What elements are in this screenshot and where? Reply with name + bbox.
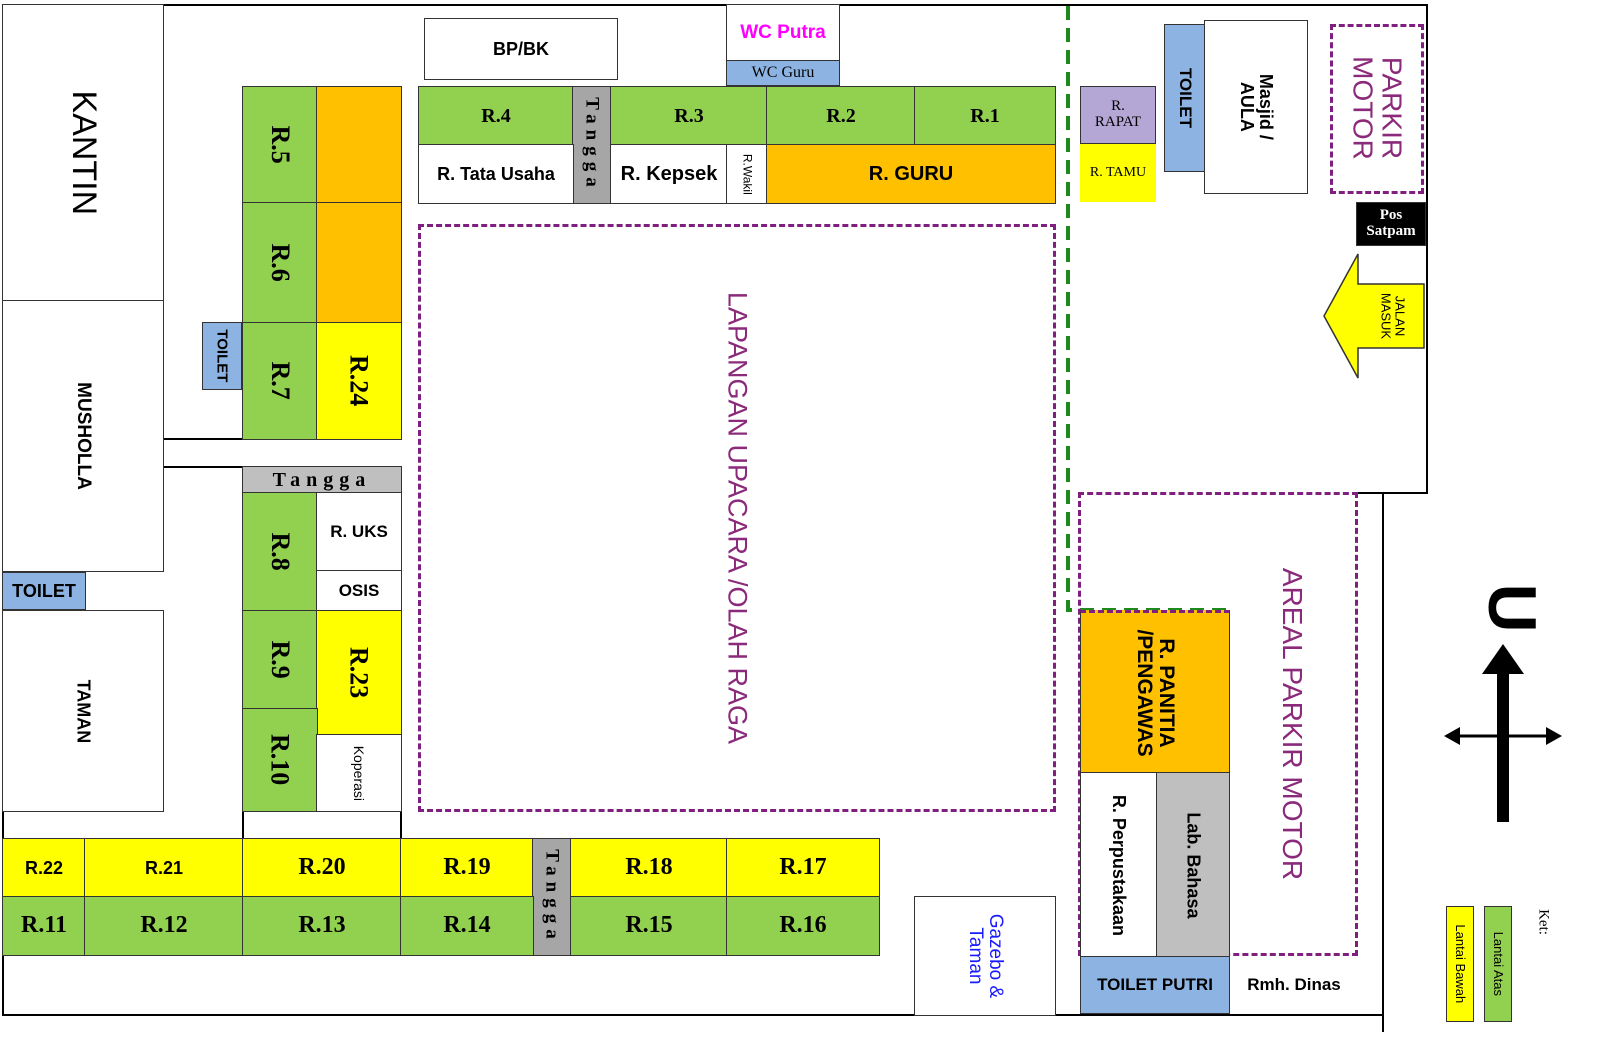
- room-r4: R.4: [418, 86, 574, 146]
- room-r15: R.15: [570, 896, 728, 956]
- road-line: [1357, 492, 1428, 494]
- room-r9: R.9: [242, 610, 318, 710]
- room-r21: R.21: [84, 838, 244, 898]
- room-r10: R.10: [242, 708, 318, 812]
- gazebo-taman: Gazebo & Taman: [914, 896, 1056, 1016]
- room-r7: R.7: [242, 322, 318, 440]
- room-wakil: R.Wakil: [726, 144, 768, 204]
- room-uks: R. UKS: [316, 492, 402, 572]
- room-guru: R. GURU: [766, 144, 1056, 204]
- wc-guru: WC Guru: [726, 60, 840, 86]
- room-koperasi: Koperasi: [316, 734, 402, 812]
- room-r19: R.19: [400, 838, 534, 898]
- room-r8: R.8: [242, 492, 318, 612]
- stairs-bottom: Tangga: [532, 838, 572, 956]
- room-r12: R.12: [84, 896, 244, 956]
- stairs-mid: Tangga: [242, 466, 402, 494]
- room-perpustakaan: R. Perpustakaan: [1080, 772, 1158, 958]
- bp-bk: BP/BK: [424, 18, 618, 80]
- parking-top: [1330, 24, 1424, 194]
- room-panitia: R. PANITIA /PENGAWAS: [1080, 610, 1230, 774]
- rumah-dinas: Rmh. Dinas: [1247, 975, 1341, 995]
- toilet-putri: TOILET PUTRI: [1080, 956, 1230, 1014]
- room-r18: R.18: [570, 838, 728, 898]
- kantin: KANTIN: [2, 4, 164, 302]
- room-orange-2: [316, 202, 402, 324]
- musholla: MUSHOLLA: [2, 300, 164, 572]
- room-r11: R.11: [2, 896, 86, 956]
- site-boundary-right-upper: [1426, 4, 1428, 492]
- legend-title: Ket:: [1535, 909, 1552, 935]
- toilet-left: TOILET: [2, 572, 86, 610]
- ceremony-field: [418, 224, 1056, 812]
- room-r17: R.17: [726, 838, 880, 898]
- taman: TAMAN: [2, 610, 164, 812]
- room-orange-1: [316, 86, 402, 204]
- room-r24: R.24: [316, 322, 402, 440]
- room-r16: R.16: [726, 896, 880, 956]
- room-r6: R.6: [242, 202, 318, 324]
- room-osis: OSIS: [316, 570, 402, 612]
- masjid-aula: Masjid / AULA: [1204, 20, 1308, 194]
- room-tata-usaha: R. Tata Usaha: [418, 144, 574, 204]
- site-boundary-right-lower: [1382, 492, 1384, 1032]
- site-boundary-top: [2, 4, 1428, 6]
- legend-upper-floor: Lantai Atas: [1484, 906, 1512, 1022]
- corridor-line-4: [400, 810, 402, 840]
- room-kepsek: R. Kepsek: [610, 144, 728, 204]
- room-r3: R.3: [610, 86, 768, 146]
- corridor-line-3: [242, 810, 244, 840]
- corridor-line-2: [162, 466, 244, 468]
- lab-bahasa: Lab. Bahasa: [1156, 772, 1230, 958]
- room-tamu: R. TAMU: [1080, 144, 1156, 202]
- toilet-mid: TOILET: [202, 322, 242, 390]
- toilet-right: TOILET: [1164, 24, 1206, 172]
- site-boundary-bottom: [2, 1014, 1382, 1016]
- wc-putra: WC Putra: [726, 4, 840, 62]
- room-r13: R.13: [242, 896, 402, 956]
- room-r1: R.1: [914, 86, 1056, 146]
- room-rapat: R. RAPAT: [1080, 86, 1156, 144]
- room-r14: R.14: [400, 896, 534, 956]
- legend-lower-floor: Lantai Bawah: [1446, 906, 1474, 1022]
- room-r23: R.23: [316, 610, 402, 736]
- security-post: Pos Satpam: [1356, 202, 1426, 246]
- room-r2: R.2: [766, 86, 916, 146]
